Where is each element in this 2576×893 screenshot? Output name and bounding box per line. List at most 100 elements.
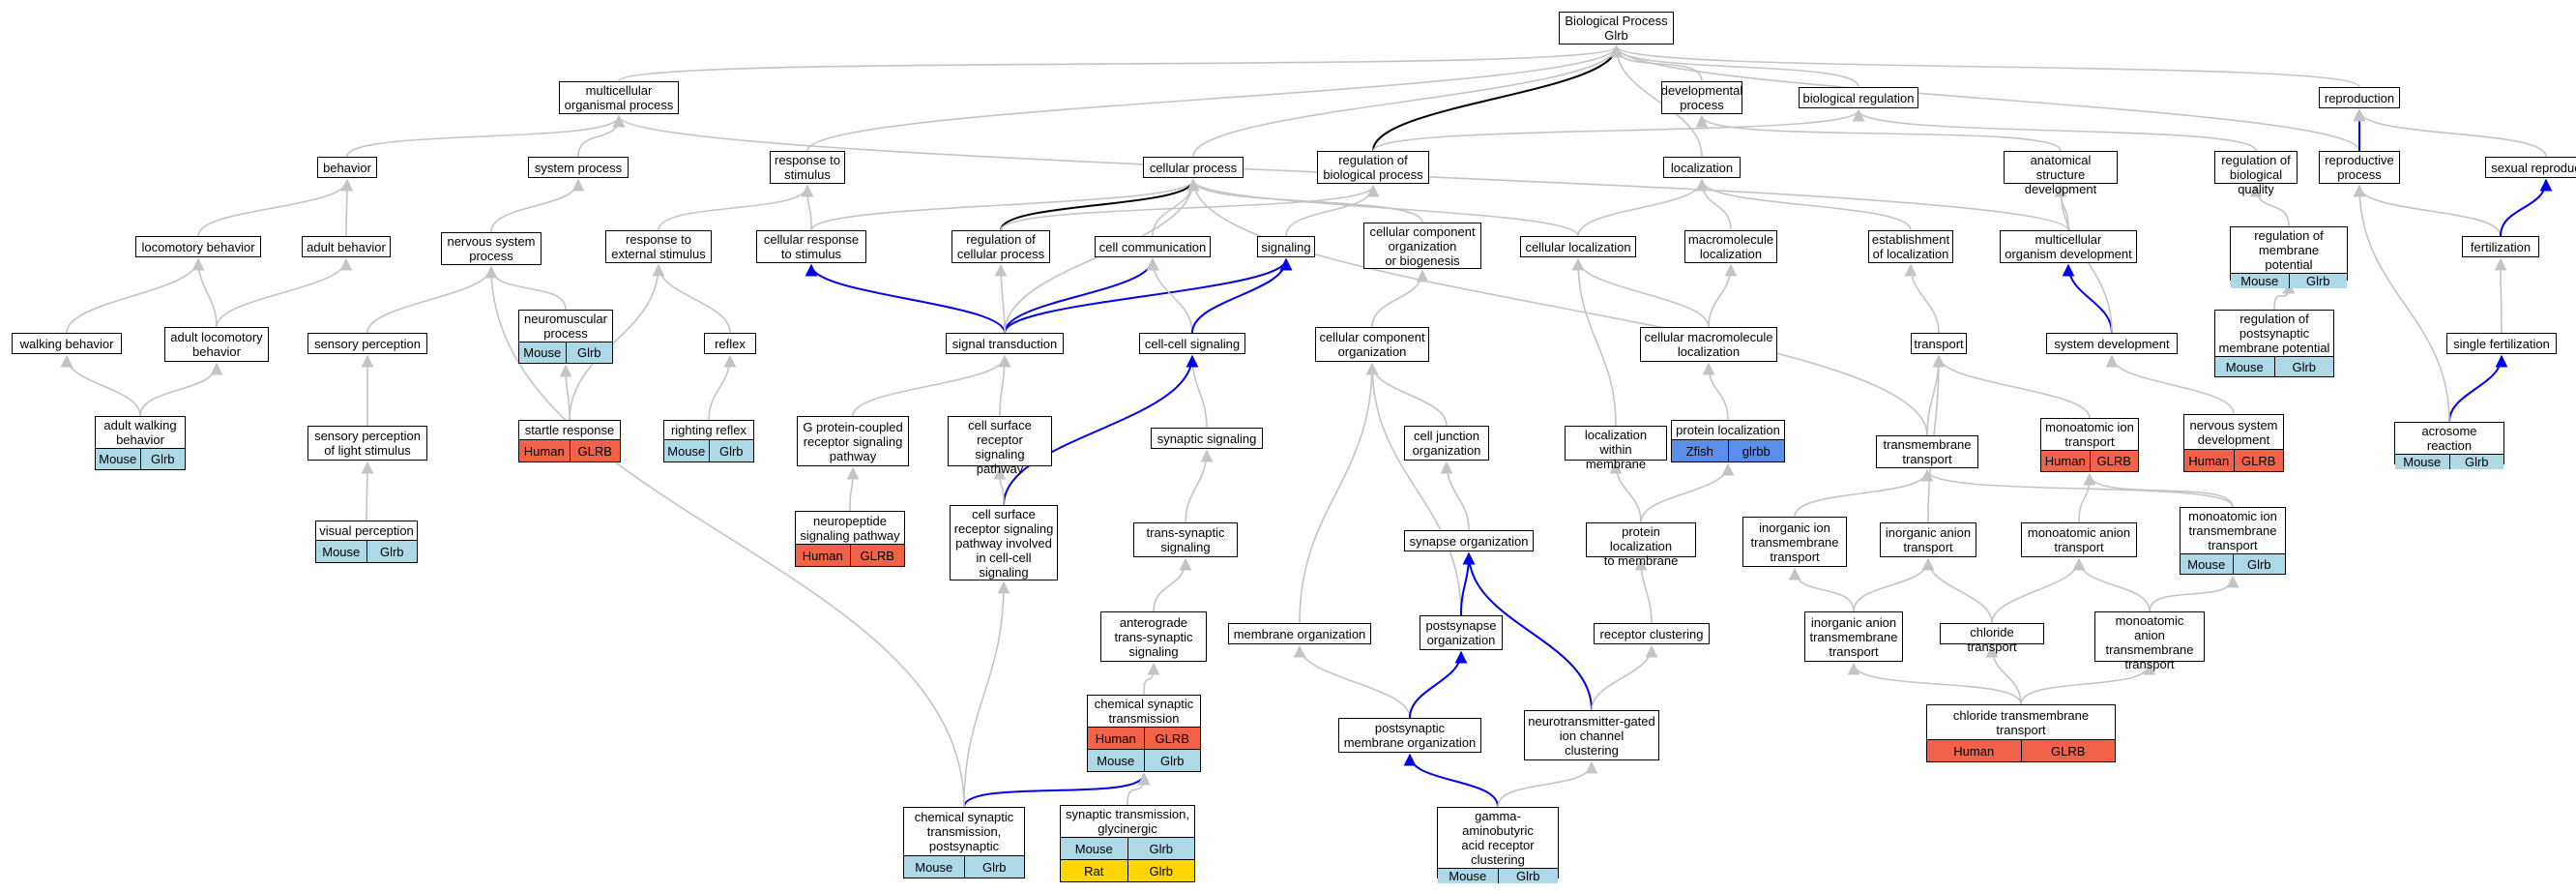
go-term-tmtrans[interactable]: transmembrane transport (1876, 435, 1978, 468)
go-term-cellloc[interactable]: cellular localization (1520, 236, 1636, 257)
edge-is_a-cltmt-to-iatmt (1847, 662, 2022, 705)
go-term-reflex[interactable]: reflex (704, 333, 756, 354)
go-term-regcp[interactable]: regulation of cellular process (951, 230, 1050, 263)
go-term-antero[interactable]: anterograde trans-synaptic signaling (1100, 611, 1207, 662)
go-term-mop[interactable]: multicellular organismal process (559, 81, 679, 114)
species-label: Zfish (1685, 443, 1713, 459)
go-term-cco[interactable]: cellular component organization (1315, 327, 1429, 362)
go-term-matmt[interactable]: monoatomic anion transmembrane transport (2094, 611, 2205, 671)
go-term-sensperc[interactable]: sensory perception (307, 333, 427, 354)
go-term-iitmt[interactable]: inorganic ion transmembrane transport (1742, 517, 1847, 567)
gene-label: Glrb (139, 449, 186, 469)
go-term-mcod[interactable]: multicellular organism development (2000, 230, 2137, 263)
go-term-adultlocob[interactable]: adult locomotory behavior (164, 327, 269, 362)
go-term-transport[interactable]: transport (1911, 333, 1967, 354)
go-term-walkb[interactable]: walking behavior (12, 333, 122, 354)
go-term-memorg[interactable]: membrane organization (1228, 623, 1371, 644)
go-term-locob[interactable]: locomotory behavior (135, 236, 261, 257)
go-term-spls[interactable]: sensory perception of light stimulus (307, 426, 427, 461)
go-term-cellcomm[interactable]: cell communication (1095, 236, 1211, 257)
go-term-label: cell communication (1098, 239, 1207, 254)
go-term-cellproc[interactable]: cellular process (1143, 157, 1244, 178)
go-term-cstp[interactable]: chemical synaptic transmission, postsyna… (903, 807, 1025, 878)
go-term-adultb[interactable]: adult behavior (302, 236, 391, 257)
go-term-iatmt[interactable]: inorganic anion transmembrane transport (1804, 611, 1903, 662)
go-term-bp[interactable]: Biological Process Glrb (1559, 12, 1674, 45)
go-term-synorg[interactable]: synapse organization (1404, 530, 1534, 551)
go-term-devp[interactable]: developmental process (1661, 81, 1742, 114)
go-term-cmacroloc[interactable]: cellular macromolecule localization (1640, 327, 1777, 362)
gene-label: Glrb (1143, 750, 1201, 771)
go-term-synsig[interactable]: synaptic signaling (1151, 428, 1263, 449)
go-term-regpsmp[interactable]: regulation of postsynaptic membrane pote… (2214, 310, 2334, 377)
go-term-label: response to stimulus (775, 153, 840, 182)
edge-is_a-behavior-to-mop (346, 114, 626, 158)
gene-label: Glrb (963, 856, 1025, 878)
species-label: Mouse (2187, 556, 2226, 572)
go-term-fert[interactable]: fertilization (2462, 236, 2539, 257)
go-term-sigtrans[interactable]: signal transduction (946, 333, 1064, 354)
go-term-recclust[interactable]: receptor clustering (1594, 623, 1710, 644)
go-term-regbp[interactable]: regulation of biological process (1317, 151, 1429, 184)
edge-is_a-recclust-to-protlocmem (1634, 557, 1653, 624)
go-term-label: establishment of localization (1871, 232, 1950, 261)
go-term-estloc[interactable]: establishment of localization (1868, 230, 1953, 263)
go-term-protlocmem[interactable]: protein localization to membrane (1586, 522, 1696, 568)
go-term-csrspcc[interactable]: cell surface receptor signaling pathway … (950, 505, 1058, 580)
go-term-rstim[interactable]: response to stimulus (770, 151, 845, 184)
go-term-reprop[interactable]: reproductive process (2319, 151, 2400, 184)
go-term-repro[interactable]: reproduction (2319, 87, 2400, 108)
go-term-breg[interactable]: biological regulation (1799, 87, 1918, 108)
go-term-asd[interactable]: anatomical structure development (2004, 151, 2118, 196)
go-term-nsp[interactable]: nervous system process (441, 232, 542, 265)
go-term-crstim[interactable]: cellular response to stimulus (756, 230, 866, 263)
go-term-sysproc[interactable]: system process (528, 157, 629, 178)
go-term-psmo[interactable]: postsynaptic membrane organization (1338, 718, 1481, 753)
go-term-transsyn[interactable]: trans-synaptic signaling (1133, 522, 1238, 557)
go-term-rext[interactable]: response to external stimulus (605, 230, 712, 263)
edge-is_a-protlocmem-to-locwm (1609, 461, 1642, 523)
go-term-cltrans[interactable]: chloride transport (1940, 623, 2044, 654)
go-term-behavior[interactable]: behavior (317, 157, 377, 178)
go-term-psorg[interactable]: postsynapse organization (1420, 615, 1503, 650)
go-term-iat[interactable]: inorganic anion transport (1880, 522, 1976, 557)
go-term-ccob[interactable]: cellular component organization or bioge… (1363, 223, 1481, 269)
go-term-locwm[interactable]: localization within membrane (1565, 426, 1667, 471)
go-term-macroloc[interactable]: macromolecule localization (1684, 230, 1777, 263)
go-term-sexrep[interactable]: sexual reproduction (2485, 157, 2576, 178)
go-term-label: localization within membrane (1584, 428, 1648, 471)
species-label: Mouse (2403, 455, 2442, 469)
go-term-sysdev[interactable]: system development (2046, 333, 2178, 354)
go-term-gabarc[interactable]: gamma-aminobutyric acid receptor cluster… (1437, 807, 1559, 883)
go-term-signaling[interactable]: signaling (1257, 236, 1315, 257)
go-term-cjo[interactable]: cell junction organization (1404, 426, 1489, 461)
edge-is_a-loc-to-bp (1610, 45, 1703, 158)
go-term-label: righting reflex (670, 423, 747, 437)
go-term-ccsig[interactable]: cell-cell signaling (1139, 333, 1245, 354)
go-term-gpcr[interactable]: G protein-coupled receptor signaling pat… (797, 416, 909, 466)
go-term-singlefert[interactable]: single fertilization (2446, 333, 2557, 354)
edge-is_a-neuropep-to-gpcr (846, 466, 860, 512)
go-term-mat[interactable]: monoatomic anion transport (2021, 522, 2137, 557)
go-term-loc[interactable]: localization (1663, 157, 1741, 178)
go-term-ntgic[interactable]: neurotransmitter-gated ion channel clust… (1524, 710, 1659, 760)
go-term-regbq[interactable]: regulation of biological quality (2214, 151, 2298, 196)
edge-is_a-matmt-to-moitmt (2149, 575, 2239, 612)
go-term-csrsp[interactable]: cell surface receptor signaling pathway (948, 416, 1052, 476)
